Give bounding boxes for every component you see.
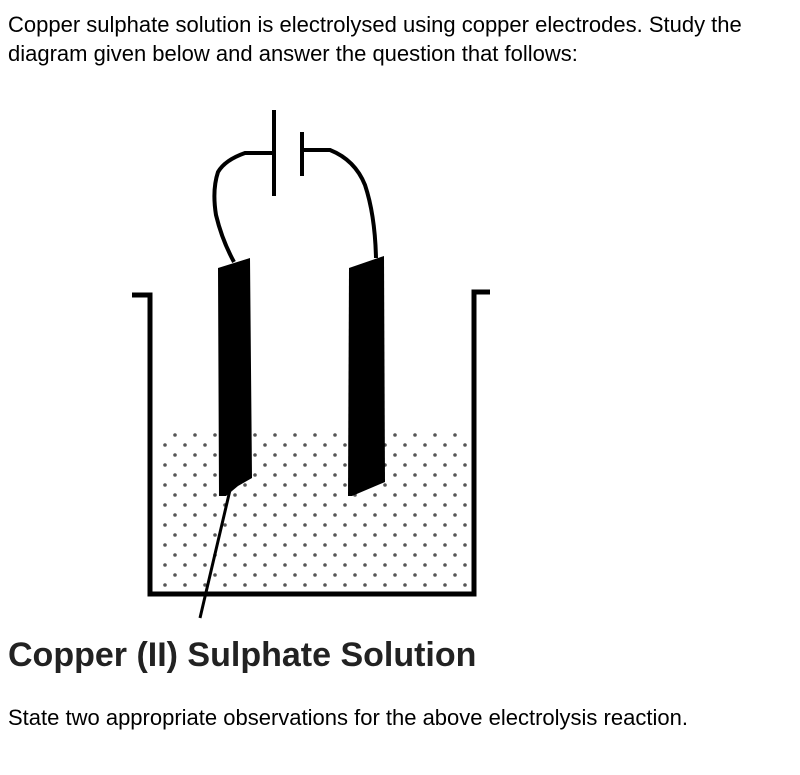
right-copper-electrode [348,256,385,496]
connecting-wires [212,148,378,263]
electrolysis-diagram [0,100,800,680]
beaker [132,289,490,597]
left-copper-electrode [198,258,252,619]
question-intro: Copper sulphate solution is electrolysed… [8,12,742,66]
copper-sulphate-solution [157,433,472,593]
diagram-caption: Copper (II) Sulphate Solution [8,636,477,674]
question-prompt: State two appropriate observations for t… [8,705,688,730]
battery-cell-icon [272,110,304,196]
